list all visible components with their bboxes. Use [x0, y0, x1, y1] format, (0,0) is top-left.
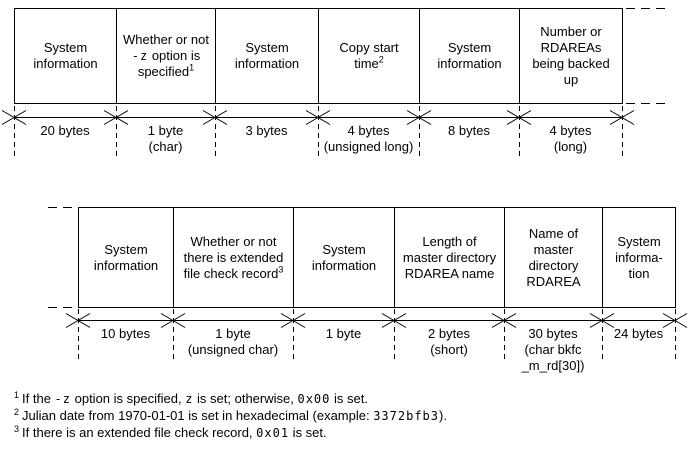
record1-size-5: 4 bytes (long) [549, 123, 592, 154]
field-title: System information [33, 40, 98, 71]
mono-0x00: 0x00 [297, 392, 331, 406]
footnote-ref-3: 3 [278, 264, 284, 275]
field-title: Whether or not there is extended file ch… [183, 233, 284, 281]
record2-field-masterdir-name: Name of master directory RDAREA [505, 208, 603, 307]
mono-z-option: -z [131, 49, 149, 63]
field-title: Number or RDAREAs being backed up [532, 24, 610, 87]
record2-size-4: 30 bytes (char bkfc _m_rd[30]) [521, 326, 585, 373]
field-title: System informa-tion [615, 233, 663, 281]
record2-field-masterdir-name-length: Length of master directory RDAREA name [395, 208, 505, 307]
mono-0x01: 0x01 [256, 426, 290, 440]
record2-field-system-info-3: System informa-tion [603, 208, 675, 307]
field-title: System information [93, 241, 159, 273]
record2-size-3: 2 bytes (short) [428, 326, 470, 357]
record1-field-system-info-1: System information [15, 9, 117, 103]
footnote-ref-2: 2 [378, 54, 384, 65]
record1-size-2: 3 bytes [245, 123, 288, 138]
record1-size-0: 20 bytes [40, 123, 90, 138]
mono-z-value: z [185, 392, 194, 406]
record2-size-1: 1 byte (unsigned char) [187, 326, 279, 357]
record1-row: System information Whether or not -z opt… [14, 8, 623, 104]
record2-size-2: 1 byte [325, 326, 362, 341]
mono-hex-example: 3372bfb3 [373, 409, 439, 423]
record2-field-extended-check: Whether or not there is extended file ch… [174, 208, 294, 307]
field-title: Name of master directory RDAREA [526, 225, 581, 289]
footnote-ref-1: 1 [189, 62, 195, 73]
record1-size-3: 4 bytes (unsigned long) [323, 123, 414, 154]
record1-field-system-info-3: System information [420, 9, 520, 103]
record2-field-system-info-1: System information [79, 208, 174, 307]
record1-field-rdarea-count: Number or RDAREAs being backed up [520, 9, 622, 103]
record2-size-0: 10 bytes [100, 326, 151, 341]
record1-field-z-option: Whether or not -z option is specified1 [117, 9, 216, 103]
footnote-2-marker: 2 [14, 406, 20, 417]
record1-field-system-info-2: System information [216, 9, 319, 103]
field-title: Length of master directory RDAREA name [402, 233, 497, 281]
record1-size-4: 8 bytes [448, 123, 490, 138]
record1-size-1: 1 byte (char) [147, 123, 184, 154]
footnote-1-marker: 1 [14, 389, 20, 400]
field-title: System information [437, 40, 502, 71]
footnote-3-marker: 3 [14, 423, 20, 434]
field-title: Copy start time2 [339, 40, 399, 71]
field-title: System information [234, 40, 300, 71]
record2-row: System information Whether or not there … [78, 207, 676, 308]
field-title: Whether or not -z option is specified1 [123, 32, 209, 79]
record2-field-system-info-2: System information [294, 208, 395, 307]
mono-z-flag: -z [54, 392, 71, 406]
record1-field-copy-start-time: Copy start time2 [319, 9, 420, 103]
record2-size-5: 24 bytes [613, 326, 664, 341]
field-title: System information [311, 241, 377, 273]
